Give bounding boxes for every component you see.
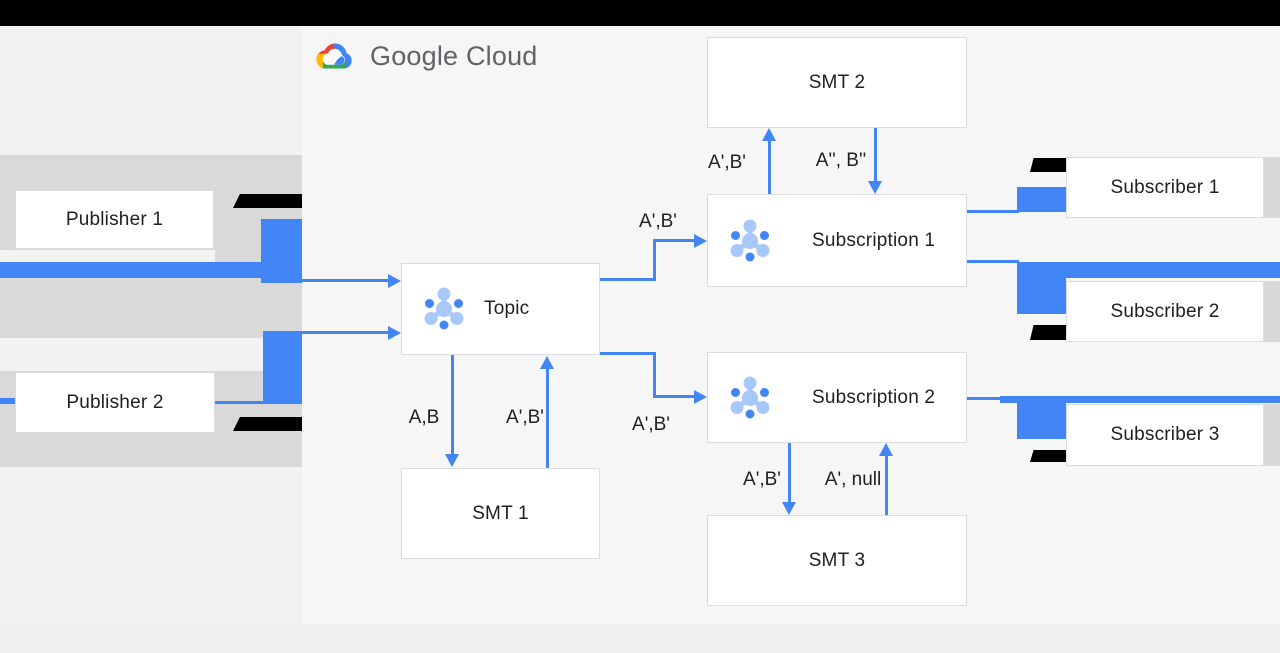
smt2-to-subscription1-line <box>874 128 877 182</box>
subscription1-to-smt2-edge-label: A',B' <box>708 152 746 173</box>
google-cloud-logo-icon <box>316 43 352 69</box>
smt3-label: SMT 3 <box>808 549 866 571</box>
google-cloud-logo: Google Cloud <box>310 38 538 75</box>
subscription1-to-smt2-line <box>768 140 771 194</box>
subscription2-to-smt3-line <box>788 443 791 503</box>
publisher2-label: Publisher 2 <box>66 391 164 413</box>
smt3-to-subscription2-line <box>885 455 888 515</box>
topic-label: Topic <box>484 298 530 319</box>
subscription1-out-line-2 <box>967 260 1019 263</box>
right-gray-strip-row2 <box>1264 281 1280 342</box>
left-black-arrow-1 <box>233 194 302 208</box>
publisher2-node: Publisher 2 <box>15 372 215 433</box>
pubsub-icon <box>422 285 466 333</box>
publisher2-left-stub <box>0 398 15 404</box>
publisher2-to-topic-line <box>302 331 390 334</box>
left-blue-arrow-shape-2 <box>263 331 302 404</box>
subscriber1-node: Subscriber 1 <box>1066 157 1264 218</box>
right-blue-band-1 <box>1017 262 1280 278</box>
topic-to-subscription2-arrowhead <box>694 390 707 404</box>
right-black-arrow-3 <box>1030 450 1066 462</box>
pubsub-icon <box>728 374 772 422</box>
publisher1-to-topic-line <box>302 279 390 282</box>
publisher1-to-topic-arrowhead <box>388 274 401 288</box>
smt2-to-subscription1-edge-label: A'', B'' <box>815 150 867 171</box>
subscription1-out-line-1 <box>967 210 1019 213</box>
right-blue-arrow-shape-3 <box>1017 396 1066 439</box>
publisher2-to-topic-arrowhead <box>388 326 401 340</box>
smt2-label: SMT 2 <box>808 71 866 93</box>
topic-to-subscription2-line-c <box>653 395 695 398</box>
topic-to-subscription1-arrowhead <box>694 234 707 248</box>
right-blue-arrow-shape-2 <box>1017 262 1066 314</box>
subscriber2-label: Subscriber 2 <box>1110 300 1220 322</box>
subscription2-out-line <box>967 397 1019 400</box>
subscriber2-node: Subscriber 2 <box>1066 281 1264 342</box>
pubsub-icon <box>728 217 772 265</box>
smt2-node: SMT 2 <box>707 37 967 128</box>
smt3-to-subscription2-arrowhead <box>879 443 893 456</box>
topic-to-smt1-arrowhead <box>445 454 459 467</box>
publisher1-label: Publisher 1 <box>65 208 164 230</box>
right-blue-arrow-shape-1 <box>1017 187 1066 212</box>
right-gray-strip-row1 <box>1264 157 1280 218</box>
subscription1-node: Subscription 1 <box>707 194 967 287</box>
right-blue-band-2 <box>1000 396 1280 403</box>
subscription2-node: Subscription 2 <box>707 352 967 443</box>
topic-to-smt1-line <box>451 355 454 457</box>
publisher1-node: Publisher 1 <box>15 190 214 249</box>
smt1-to-topic-edge-label: A',B' <box>506 407 544 428</box>
topic-to-smt1-edge-label: A,B <box>408 407 440 428</box>
topic-to-subscription1-line-b <box>653 240 656 281</box>
topic-node: Topic <box>401 263 600 355</box>
subscription1-label: Subscription 1 <box>812 229 936 251</box>
subscriber3-label: Subscriber 3 <box>1110 424 1220 445</box>
smt1-node: SMT 1 <box>401 468 600 559</box>
subscriber1-label: Subscriber 1 <box>1110 176 1220 198</box>
left-black-arrow-2 <box>233 417 302 431</box>
subscription1-to-smt2-arrowhead <box>762 128 776 141</box>
smt3-to-subscription2-edge-label: A', null <box>824 469 882 490</box>
smt1-to-topic-arrowhead <box>540 356 554 369</box>
topic-to-subscription1-line-a <box>600 278 656 281</box>
top-black-bar <box>0 0 1280 26</box>
publisher2-connector-line <box>215 401 265 404</box>
topic-to-subscription2-line-b <box>653 352 656 398</box>
smt3-node: SMT 3 <box>707 515 967 606</box>
topic-to-subscription2-line-a <box>600 352 656 355</box>
subscription2-to-smt3-edge-label: A',B' <box>743 469 781 490</box>
smt2-to-subscription1-arrowhead <box>868 181 882 194</box>
subscriber3-node: Subscriber 3 <box>1066 404 1264 466</box>
subscription2-label: Subscription 2 <box>812 386 936 408</box>
left-blue-band <box>0 262 302 278</box>
right-black-arrow-1 <box>1030 158 1066 172</box>
smt1-label: SMT 1 <box>472 502 529 524</box>
google-cloud-logo-text: Google Cloud <box>370 41 538 71</box>
smt1-to-topic-line <box>546 368 549 468</box>
topic-to-subscription1-line-c <box>653 239 695 242</box>
right-gray-strip-row3 <box>1264 404 1280 466</box>
right-black-arrow-2 <box>1030 325 1066 340</box>
bottom-footer-band <box>0 624 1280 653</box>
topic-to-subscription2-edge-label: A',B' <box>632 414 670 435</box>
subscription2-to-smt3-arrowhead <box>782 502 796 515</box>
topic-to-subscription1-edge-label: A',B' <box>639 211 677 232</box>
